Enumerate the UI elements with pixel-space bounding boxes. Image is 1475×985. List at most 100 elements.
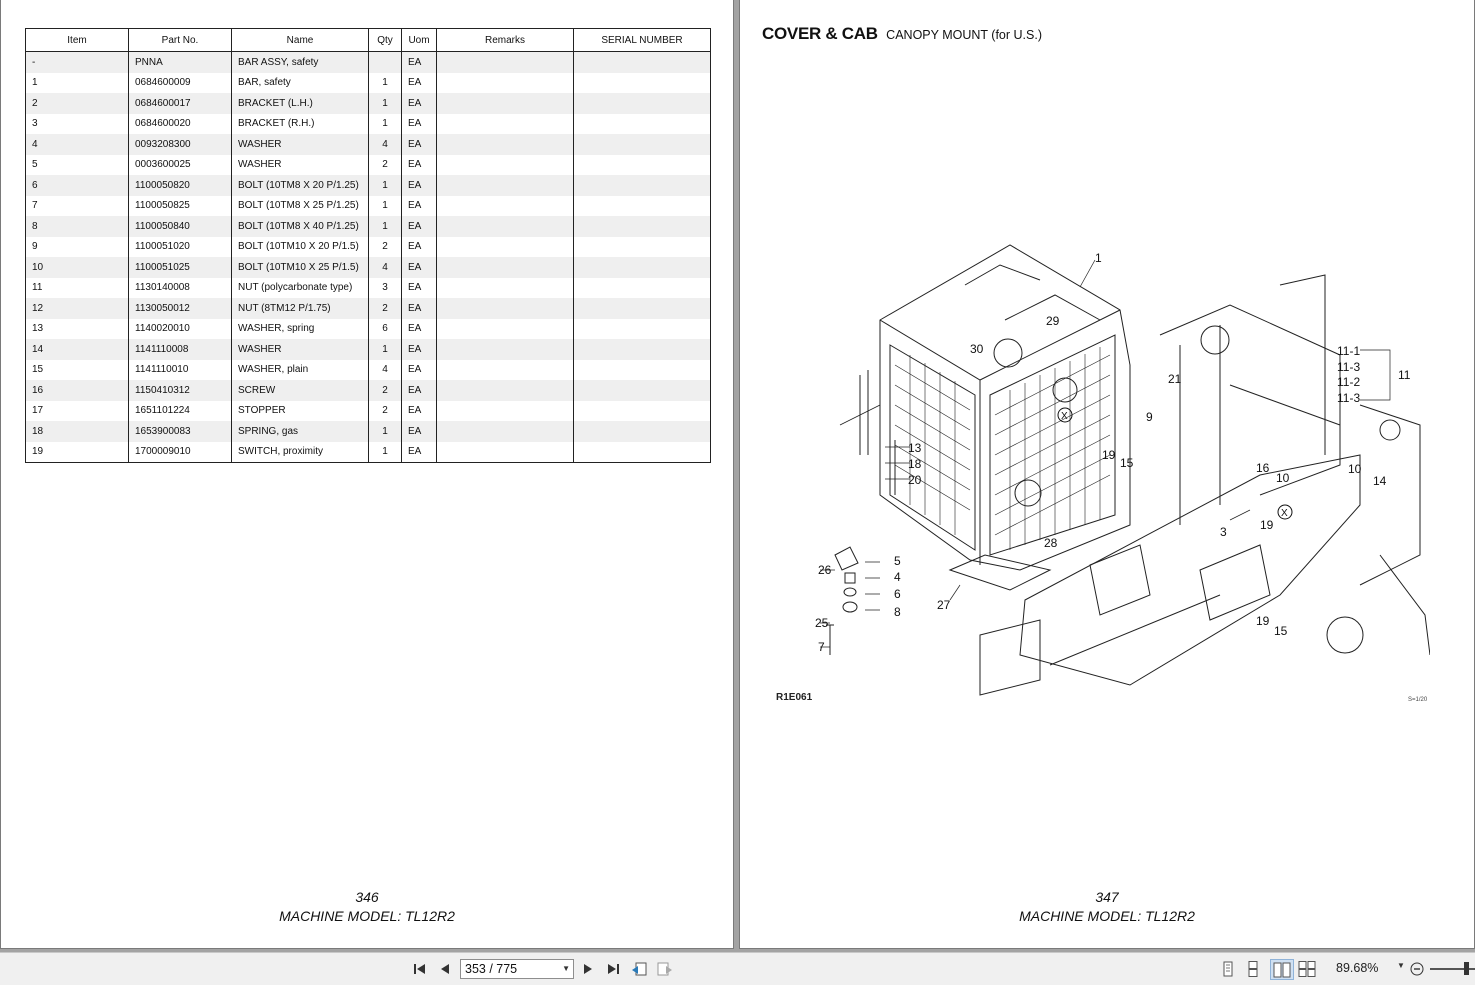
cell-remarks: [436, 113, 574, 134]
cell-remarks: [436, 277, 574, 298]
zoom-slider[interactable]: [1430, 968, 1475, 970]
callout-28: 28: [1044, 536, 1058, 550]
cell-part-no: 0684600009: [128, 72, 232, 93]
cell-qty: 2: [368, 236, 402, 257]
col-header-name: Name: [231, 28, 369, 52]
cell-uom: EA: [401, 236, 437, 257]
facing-icon[interactable]: [1270, 959, 1294, 980]
cell-remarks: [436, 400, 574, 421]
cell-item: 2: [25, 93, 129, 114]
callout-20: 20: [908, 473, 922, 487]
cell-item: 8: [25, 216, 129, 237]
zoom-dropdown-icon[interactable]: ▼: [1397, 961, 1405, 970]
zoom-slider-thumb[interactable]: [1464, 962, 1469, 975]
cell-serial-number: [573, 298, 711, 319]
cell-item: 9: [25, 236, 129, 257]
cell-serial-number: [573, 380, 711, 401]
cell-name: BOLT (10TM10 X 20 P/1.5): [231, 236, 369, 257]
cell-remarks: [436, 257, 574, 278]
cell-uom: EA: [401, 154, 437, 175]
cell-part-no: 0093208300: [128, 134, 232, 155]
cell-uom: EA: [401, 216, 437, 237]
last-page-icon[interactable]: [604, 960, 622, 978]
cell-name: BRACKET (L.H.): [231, 93, 369, 114]
callout-18: 18: [908, 457, 922, 471]
cell-serial-number: [573, 154, 711, 175]
cell-item: 15: [25, 359, 129, 380]
cell-item: 3: [25, 113, 129, 134]
machine-model: MACHINE MODEL: TL12R2: [279, 908, 455, 924]
first-page-icon[interactable]: [411, 960, 429, 978]
next-page-icon[interactable]: [579, 960, 597, 978]
zoom-level[interactable]: 89.68%: [1336, 961, 1379, 975]
cell-item: 11: [25, 277, 129, 298]
cell-item: 5: [25, 154, 129, 175]
cell-serial-number: [573, 113, 711, 134]
cell-uom: EA: [401, 339, 437, 360]
callout-11: 11: [1398, 368, 1411, 382]
continuous-icon[interactable]: [1244, 960, 1262, 978]
callout-8: 8: [894, 605, 901, 619]
single-page-icon[interactable]: [1219, 960, 1237, 978]
callout-26: 26: [818, 563, 832, 577]
cell-remarks: [436, 298, 574, 319]
page-number-input[interactable]: 353 / 775 ▼: [460, 959, 574, 979]
callout-27: 27: [937, 598, 951, 612]
cell-remarks: [436, 216, 574, 237]
cell-part-no: 0684600017: [128, 93, 232, 114]
cell-remarks: [436, 195, 574, 216]
callout-11-3b: 11-3: [1337, 391, 1360, 405]
cell-serial-number: [573, 318, 711, 339]
cell-serial-number: [573, 400, 711, 421]
cell-name: BOLT (10TM8 X 40 P/1.25): [231, 216, 369, 237]
cell-qty: 1: [368, 216, 402, 237]
document-viewport[interactable]: Item Part No. Name Qty Uom Remarks SERIA…: [0, 0, 1475, 952]
callout-10a: 10: [1276, 471, 1290, 485]
continuous-facing-icon[interactable]: [1298, 960, 1316, 978]
cell-remarks: [436, 51, 574, 73]
cell-name: WASHER, spring: [231, 318, 369, 339]
cell-qty: [368, 51, 402, 73]
cell-item: 7: [25, 195, 129, 216]
cell-qty: 1: [368, 113, 402, 134]
cell-name: BOLT (10TM8 X 25 P/1.25): [231, 195, 369, 216]
cell-uom: EA: [401, 298, 437, 319]
figure-code: R1E061: [776, 692, 813, 703]
callout-7: 7: [818, 640, 825, 654]
callout-14: 14: [1373, 474, 1387, 488]
callout-10b: 10: [1348, 462, 1362, 476]
page-347: COVER & CAB CANOPY MOUNT (for U.S.): [740, 0, 1474, 948]
cell-remarks: [436, 72, 574, 93]
chevron-down-icon[interactable]: ▼: [562, 964, 570, 973]
prev-page-icon[interactable]: [436, 960, 454, 978]
prev-view-icon[interactable]: [630, 960, 648, 978]
cell-uom: EA: [401, 51, 437, 73]
callout-1: 1: [1095, 251, 1102, 265]
callout-x-a: X: [1061, 411, 1068, 422]
cell-name: WASHER, plain: [231, 359, 369, 380]
cell-item: 1: [25, 72, 129, 93]
cell-item: 17: [25, 400, 129, 421]
col-header-uom: Uom: [401, 28, 437, 52]
callout-11-3a: 11-3: [1337, 360, 1360, 374]
cell-name: BOLT (10TM8 X 20 P/1.25): [231, 175, 369, 196]
next-view-icon[interactable]: [656, 960, 674, 978]
zoom-out-icon[interactable]: [1408, 960, 1426, 978]
cell-name: SWITCH, proximity: [231, 441, 369, 463]
cell-name: NUT (polycarbonate type): [231, 277, 369, 298]
callout-19a: 19: [1102, 448, 1116, 462]
leader-lines: [820, 259, 1391, 648]
cell-serial-number: [573, 339, 711, 360]
cell-remarks: [436, 318, 574, 339]
cell-name: BAR, safety: [231, 72, 369, 93]
callout-6: 6: [894, 587, 901, 601]
